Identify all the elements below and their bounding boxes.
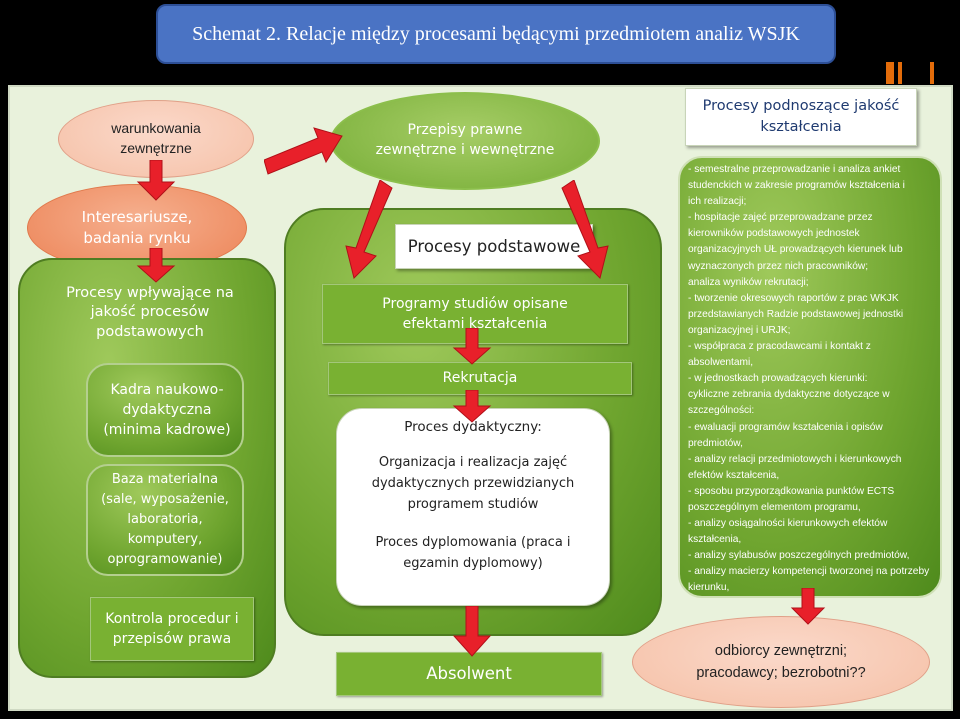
quality-activity-line: - analizy sylabusów poszczególnych predm…	[688, 550, 910, 562]
diagram-title-text: Schemat 2. Relacje między procesami będą…	[192, 22, 800, 45]
quality-activity-line: kierunku,	[688, 582, 730, 594]
quality-activity-line: analiza wyników rekrutacji;	[688, 276, 809, 288]
box-procedure-control-text: Kontrola procedur i przepisów prawa	[105, 610, 239, 647]
didactic-body: Organizacja i realizacja zajęć dydaktycz…	[350, 453, 596, 515]
quality-activity-line: - ewaluacji programów kształcenia i opis…	[688, 421, 883, 433]
box-procedure-control: Kontrola procedur i przepisów prawa	[90, 597, 254, 661]
box-recruitment-text: Rekrutacja	[442, 370, 518, 387]
quality-activity-line: efektów kształcenia,	[688, 469, 780, 481]
quality-activity-line: - analizy osiągalności kierunkowych efek…	[688, 518, 888, 530]
quality-activity-line: predmiotów,	[688, 437, 743, 449]
item-material-base-label: Baza materialna (sale, wyposażenie, labo…	[94, 467, 236, 573]
header-quality-processes-text: Procesy podnoszące jakość kształcenia	[702, 97, 900, 135]
arrow-down-icon	[136, 160, 176, 201]
box-recruitment: Rekrutacja	[328, 362, 632, 395]
arrow-diagonal-down-icon	[561, 180, 609, 279]
quality-activity-line: organizacyjnej i URJK;	[688, 324, 791, 336]
decor-bar	[930, 62, 934, 84]
oval-external-conditions-label: warunkowania zewnętrzne	[111, 120, 201, 156]
quality-activity-line: poszczególnym elementom programu,	[688, 501, 861, 513]
quality-activity-line: organizacyjnych UŁ prowadzących kierunek…	[688, 244, 903, 256]
didactic-body-text: Organizacja i realizacja zajęć dydaktycz…	[371, 455, 575, 512]
quality-activity-line: cykliczne zebrania dydaktyczne dotyczące…	[688, 389, 890, 401]
box-influencing-processes-header-text: Procesy wpływające na jakość procesów po…	[66, 284, 234, 340]
quality-activity-line: - hospitacje zajęć przeprowadzane przez	[688, 212, 873, 224]
quality-activity-line: wyznaczonych przez nich pracowników;	[688, 260, 869, 272]
oval-stakeholders-label: Interesariusze, badania rynku	[81, 208, 193, 247]
item-material-base	[86, 464, 244, 576]
oval-stakeholders: Interesariusze, badania rynku	[27, 184, 247, 272]
box-graduate-text: Absolwent	[426, 664, 512, 684]
quality-activity-line: - analizy macierzy kompetencji tworzonej…	[688, 566, 930, 578]
arrow-down-icon	[136, 248, 176, 283]
oval-external-recipients-label: odbiorcy zewnętrzni; pracodawcy; bezrobo…	[696, 642, 866, 681]
oval-external-recipients: odbiorcy zewnętrzni; pracodawcy; bezrobo…	[632, 616, 930, 708]
diagram-title: Schemat 2. Relacje między procesami będą…	[156, 4, 836, 64]
arrow-down-icon	[790, 588, 826, 625]
item-teaching-staff	[86, 363, 244, 457]
arrow-diagonal-icon	[264, 127, 343, 175]
quality-activity-line: przedstawianych Radzie podstawowej jedno…	[688, 308, 904, 320]
item-teaching-staff-label: Kadra naukowo-dydaktyczna (minima kadrow…	[96, 368, 238, 452]
quality-activity-line: kierowników podstawowych jednostek	[688, 228, 860, 240]
box-influencing-processes-header: Procesy wpływające na jakość procesów po…	[50, 278, 250, 348]
arrow-down-icon	[452, 328, 492, 365]
didactic-title: Proces dydaktyczny:	[340, 419, 606, 435]
header-core-processes: Procesy podstawowe	[395, 224, 593, 269]
quality-activity-line: - analizy relacji przedmiotowych i kieru…	[688, 453, 902, 465]
quality-activity-line: ich realizacji;	[688, 196, 747, 208]
oval-legal-regulations-label: Przepisy prawne zewnętrzne i wewnętrzne	[375, 122, 555, 158]
item-material-base-text: Baza materialna (sale, wyposażenie, labo…	[101, 471, 229, 568]
quality-activity-line: absolwentami,	[688, 357, 754, 369]
oval-legal-regulations: Przepisy prawne zewnętrzne i wewnętrzne	[330, 92, 600, 190]
box-quality-activities	[678, 156, 942, 598]
item-teaching-staff-text: Kadra naukowo-dydaktyczna (minima kadrow…	[103, 381, 231, 439]
box-study-programs-text: Programy studiów opisane efektami kształ…	[382, 295, 568, 332]
quality-activity-line: - sposobu przyporządkowania punktów ECTS	[688, 485, 895, 497]
decor-bar	[898, 62, 902, 84]
quality-activity-line: - w jednostkach prowadzących kierunki:	[688, 373, 868, 385]
didactic-title-text: Proces dydaktyczny:	[404, 419, 542, 435]
quality-activity-line: studenckich w zakresie programów kształc…	[688, 180, 905, 192]
quality-activity-line: - semestralne przeprowadzanie i analiza …	[688, 164, 901, 175]
arrow-down-icon	[452, 390, 492, 423]
arrow-diagonal-down-icon	[345, 180, 393, 279]
box-didactic-process	[336, 408, 610, 606]
arrow-down-icon	[452, 606, 492, 657]
diploma-process: Proces dyplomowania (praca i egzamin dyp…	[350, 533, 596, 575]
header-quality-processes: Procesy podnoszące jakość kształcenia	[685, 88, 917, 146]
quality-activity-line: kształcenia,	[688, 534, 742, 546]
quality-activity-line: szczególności:	[688, 405, 755, 417]
header-core-processes-text: Procesy podstawowe	[407, 237, 581, 256]
diploma-process-text: Proces dyplomowania (praca i egzamin dyp…	[375, 535, 571, 571]
box-graduate: Absolwent	[336, 652, 602, 696]
quality-activity-line: - współpraca z pracodawcami i kontakt z	[688, 341, 871, 353]
quality-activities-list: - semestralne przeprowadzanie i analiza …	[688, 162, 938, 597]
quality-activity-line: - tworzenie okresowych raportów z prac W…	[688, 292, 899, 304]
decor-bar	[886, 62, 894, 84]
